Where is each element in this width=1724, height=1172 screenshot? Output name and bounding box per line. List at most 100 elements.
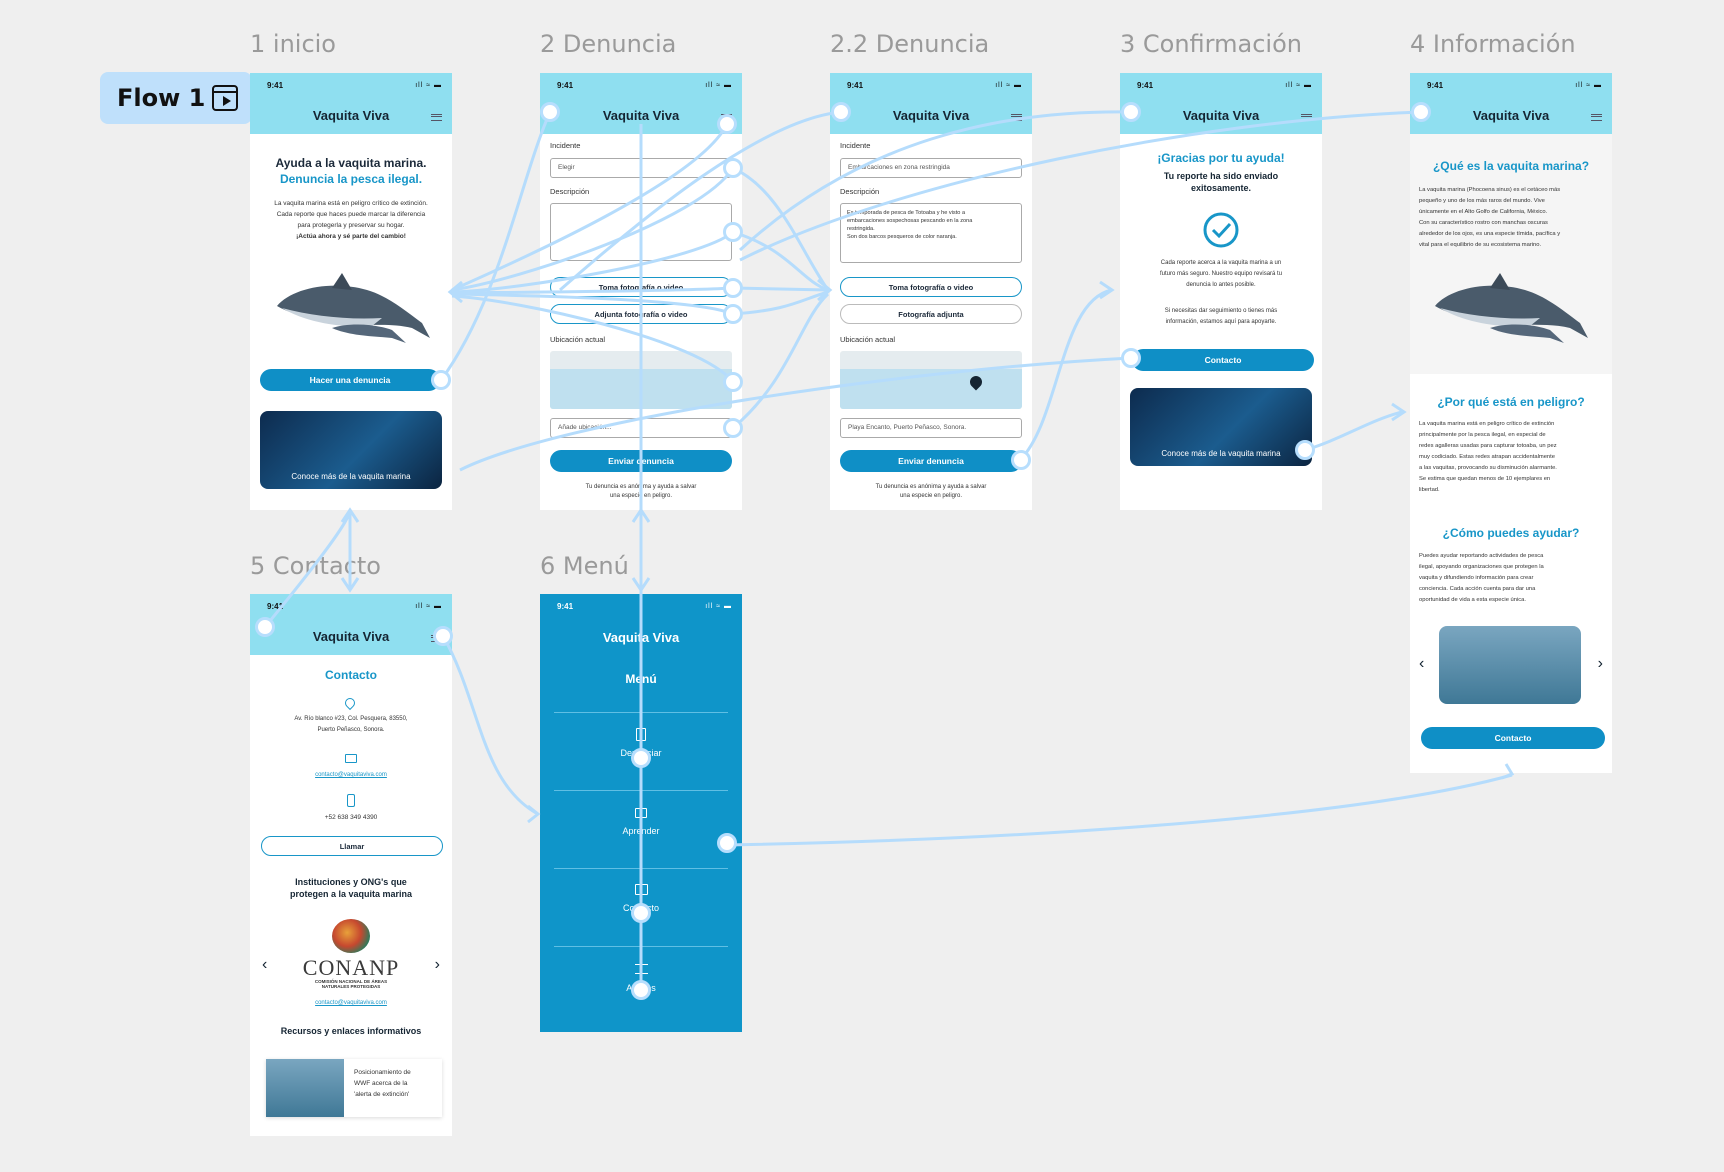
frame-title-denuncia-2[interactable]: 2.2 Denuncia	[830, 30, 990, 58]
hotspot-back[interactable]	[1121, 102, 1141, 122]
hamburger-icon[interactable]	[1591, 114, 1602, 121]
contact-button[interactable]: Contacto	[1132, 349, 1314, 371]
chevron-right-icon[interactable]: ›	[1597, 655, 1603, 672]
screen-contacto: 9:41 ıll ≈ ▬ Vaquita Viva Contacto Av. R…	[250, 594, 452, 1136]
info-answer-2: muy codiciado. Estas redes atrapan accid…	[1419, 454, 1555, 460]
hotspot-back[interactable]	[831, 102, 851, 122]
hotspot-address[interactable]	[723, 418, 743, 438]
hotspot-menu-ajustes[interactable]	[631, 980, 651, 1000]
ubicacion-label: Ubicación actual	[840, 335, 896, 344]
hamburger-icon[interactable]	[1301, 114, 1312, 121]
menu-item-aprender[interactable]: Aprender	[540, 802, 742, 862]
resource-title: WWF acerca de la	[354, 1080, 408, 1087]
report-button[interactable]: Hacer una denuncia	[260, 369, 440, 391]
address-text: Av. Río blanco #23, Col. Pesquera, 83550…	[294, 716, 408, 722]
chevron-left-icon[interactable]: ‹	[1419, 655, 1425, 672]
hotspot-description[interactable]	[723, 222, 743, 242]
hotspot-submit-report[interactable]	[1011, 450, 1031, 470]
resource-card[interactable]: Posicionamiento de WWF acerca de la 'ale…	[266, 1059, 442, 1117]
description-text: Son dos barcos pesqueros de color naranj…	[847, 234, 957, 240]
app-title: Vaquita Viva	[602, 108, 680, 123]
hotspot-menu[interactable]	[433, 626, 453, 646]
status-time: 9:41	[267, 81, 284, 90]
chevron-left-icon[interactable]: ‹	[262, 956, 268, 973]
incidente-select[interactable]: Elegir	[550, 158, 732, 178]
descripcion-textarea[interactable]: Es temporada de pesca de Totoaba y he vi…	[840, 203, 1022, 263]
hotspot-menu-contacto[interactable]	[631, 903, 651, 923]
frame-title-inicio[interactable]: 1 inicio	[250, 30, 336, 58]
contact-button[interactable]: Contacto	[1421, 727, 1605, 749]
info-answer-2: La vaquita marina está en peligro crític…	[1419, 421, 1555, 427]
flow-label: Flow 1	[117, 84, 206, 112]
app-title: Vaquita Viva	[1472, 108, 1550, 123]
status-icons: ıll ≈ ▬	[415, 603, 442, 610]
menu-divider	[554, 712, 728, 713]
play-frame-icon[interactable]	[212, 85, 238, 111]
app-title: Vaquita Viva	[892, 108, 970, 123]
hero-heading: Ayuda a la vaquita marina.	[275, 156, 427, 170]
flow-start-badge[interactable]: Flow 1	[100, 72, 252, 124]
status-time: 9:41	[557, 81, 574, 90]
info-answer-1: La vaquita marina (Phocoena sinus) es el…	[1419, 187, 1561, 193]
attached-photo-button[interactable]: Fotografía adjunta	[840, 304, 1022, 324]
resources-heading: Recursos y enlaces informativos	[280, 1026, 422, 1036]
ong-email-link[interactable]: contacto@vaquitaviva.com	[315, 1000, 387, 1006]
frame-title-menu[interactable]: 6 Menú	[540, 552, 629, 580]
confirm-body: denuncia lo antes posible.	[1186, 282, 1256, 288]
location-map[interactable]	[840, 351, 1022, 409]
location-map[interactable]	[550, 351, 732, 409]
settings-sliders-icon	[635, 964, 648, 974]
frame-title-informacion[interactable]: 4 Información	[1410, 30, 1576, 58]
app-header: 9:41 ıll ≈ ▬ Vaquita Viva	[1410, 73, 1612, 134]
hamburger-icon[interactable]	[1011, 114, 1022, 121]
hotspot-menu[interactable]	[717, 114, 737, 134]
conanp-subtitle: COMISIÓN NACIONAL DE ÁREAS	[314, 979, 388, 984]
incidente-select[interactable]: Embarcaciones en zona restringida	[840, 158, 1022, 178]
app-header: 9:41 ıll ≈ ▬ Vaquita Viva	[250, 73, 452, 134]
call-button[interactable]: Llamar	[261, 836, 443, 856]
email-link[interactable]: contacto@vaquitaviva.com	[315, 772, 387, 778]
hamburger-icon[interactable]	[431, 114, 442, 121]
support-note: información, estamos aquí para apoyarte.	[1165, 319, 1277, 325]
hotspot-report-button[interactable]	[431, 370, 451, 390]
hotspot-attach-photo[interactable]	[723, 304, 743, 324]
hotspot-info-card[interactable]	[1295, 440, 1315, 460]
take-photo-button[interactable]: Toma fotografía o video	[550, 277, 732, 297]
hotspot-contact-button[interactable]	[1121, 348, 1141, 368]
frame-title-denuncia[interactable]: 2 Denuncia	[540, 30, 677, 58]
confirm-subtitle: Tu reporte ha sido enviado	[1163, 171, 1279, 181]
status-time: 9:41	[557, 602, 574, 611]
carousel-image[interactable]	[1439, 626, 1581, 704]
take-photo-button[interactable]: Toma fotografía o video	[840, 277, 1022, 297]
info-answer-2: redes agalleras usadas para capturar tot…	[1419, 443, 1557, 449]
hotspot-select[interactable]	[723, 158, 743, 178]
chevron-right-icon[interactable]: ›	[434, 956, 440, 973]
conanp-wordmark: CONANP	[302, 955, 400, 980]
arrowhead	[631, 507, 651, 523]
info-card[interactable]: Conoce más de la vaquita marina	[260, 411, 442, 489]
info-card[interactable]: Conoce más de la vaquita marina	[1130, 388, 1312, 466]
info-answer-1: vital para el equilibrio de su ecosistem…	[1419, 242, 1542, 248]
hotspot-back[interactable]	[540, 102, 560, 122]
frame-title-contacto[interactable]: 5 Contacto	[250, 552, 381, 580]
app-header: 9:41 ıll ≈ ▬ Vaquita Viva	[540, 73, 742, 134]
submit-report-button[interactable]: Enviar denuncia	[840, 450, 1022, 472]
info-answer-3: oportunidad de vida a esta especie única…	[1419, 597, 1526, 603]
hotspot-back[interactable]	[255, 617, 275, 637]
info-answer-1: alrededor de los ojos, es una especie tí…	[1419, 231, 1561, 237]
arrowhead	[1391, 402, 1407, 422]
attach-photo-button[interactable]: Adjunta fotografía o video	[550, 304, 732, 324]
descripcion-textarea[interactable]	[550, 203, 732, 261]
frame-title-confirmacion[interactable]: 3 Confirmación	[1120, 30, 1302, 58]
address-input[interactable]: Añade ubicación...	[550, 418, 732, 438]
incidente-label: Incidente	[550, 141, 581, 150]
screen-confirmacion: 9:41 ıll ≈ ▬ Vaquita Viva ¡Gracias por t…	[1120, 73, 1322, 510]
address-input[interactable]: Playa Encanto, Puerto Peñasco, Sonora.	[840, 418, 1022, 438]
hotspot-map[interactable]	[723, 372, 743, 392]
phone-icon	[347, 794, 355, 807]
submit-report-button[interactable]: Enviar denuncia	[550, 450, 732, 472]
hotspot-back[interactable]	[1411, 102, 1431, 122]
hotspot-menu-aprender[interactable]	[717, 833, 737, 853]
hotspot-take-photo[interactable]	[723, 278, 743, 298]
hotspot-menu-denunciar[interactable]	[631, 748, 651, 768]
